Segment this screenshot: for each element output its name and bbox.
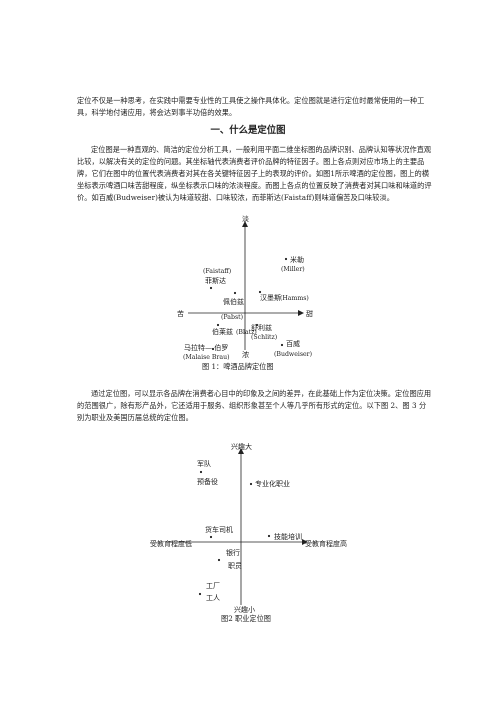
brand-point [211,347,215,351]
item-label: 技能培训 [274,532,302,541]
figure2-caption: 图2 职业定位图 [221,614,271,623]
item-point [199,470,203,474]
item-label: 职员 [228,562,242,570]
fig2-axis-left-label: 受教育程度低 [150,539,192,548]
body-paragraph-2: 通过定位图，可以显示各品牌在消费者心目中的印象及之间的差异，在此基础上作为定位决… [77,389,432,422]
item-label: 专业化职业 [255,479,290,488]
item-label: 银行 [226,548,240,557]
item-point [267,534,271,538]
brand-label-en: (Blatz) [236,329,257,336]
item-point [209,535,213,539]
item-label: 工人 [206,594,220,602]
brand-label-en: (Faistaff) [203,268,231,275]
brand-label-en: (Malaise Brau) [183,354,229,361]
fig2-axis-bottom-label: 兴趣小 [234,605,255,614]
fig2-axis-top-label: 兴趣大 [231,442,252,451]
brand-point [255,323,259,327]
brand-label-en: (Budweiser) [274,351,312,358]
brand-label-cn: 马拉特— 伯罗 [184,343,228,352]
item-label: 预备役 [197,477,218,486]
item-point [198,592,202,596]
brand-label-cn: 菲斯达 [205,276,226,285]
brand-label-cn: 佩伯兹 [223,297,244,306]
item-label: 军队 [197,459,211,468]
brand-label-en: (Pabst) [221,314,243,321]
brand-label-en: (Schlitz) [251,334,277,341]
brand-point [284,257,288,261]
brand-label-en: (Miller) [281,266,305,273]
brand-label-cn: 百威 [286,339,300,348]
brand-label-cn: 米勒 [290,255,304,264]
fig1-axis-top-label: 淡 [242,215,249,223]
brand-label-cn: 汉墨斯 [260,293,281,302]
brand-point [216,323,220,327]
body-paragraph-1: 定位图是一种直观的、简洁的定位分析工具，一般利用平面二维坐标图的品牌识别、品牌认… [77,145,432,202]
brand-label-en: (Hamms) [280,295,309,302]
fig2-axis-right-label: 受教育程度高 [305,539,347,548]
fig1-axis-right-label: 甜 [306,309,313,318]
brand-point [209,286,213,290]
brand-point [280,343,284,347]
intro-paragraph: 定位不仅是一种思考，在实践中需要专业性的工具使之操作具体化。定位图就是进行定位时… [77,96,425,117]
figure1-caption: 图 1：啤酒品牌定位图 [202,362,274,371]
brand-label-cn: 伯莱兹 [212,327,233,336]
brand-point [233,291,237,295]
brand-label-cn: 舒利兹 [251,323,272,332]
item-label: 工厂 [206,582,220,590]
item-label: 货车司机 [205,525,233,534]
fig1-axis-left-label: 苦 [177,309,184,318]
item-point [217,558,221,562]
brand-point [258,290,262,294]
item-point [249,482,253,486]
fig1-axis-bottom-label: 浓 [242,350,249,359]
section-heading: 一、什么是定位图 [210,125,286,136]
